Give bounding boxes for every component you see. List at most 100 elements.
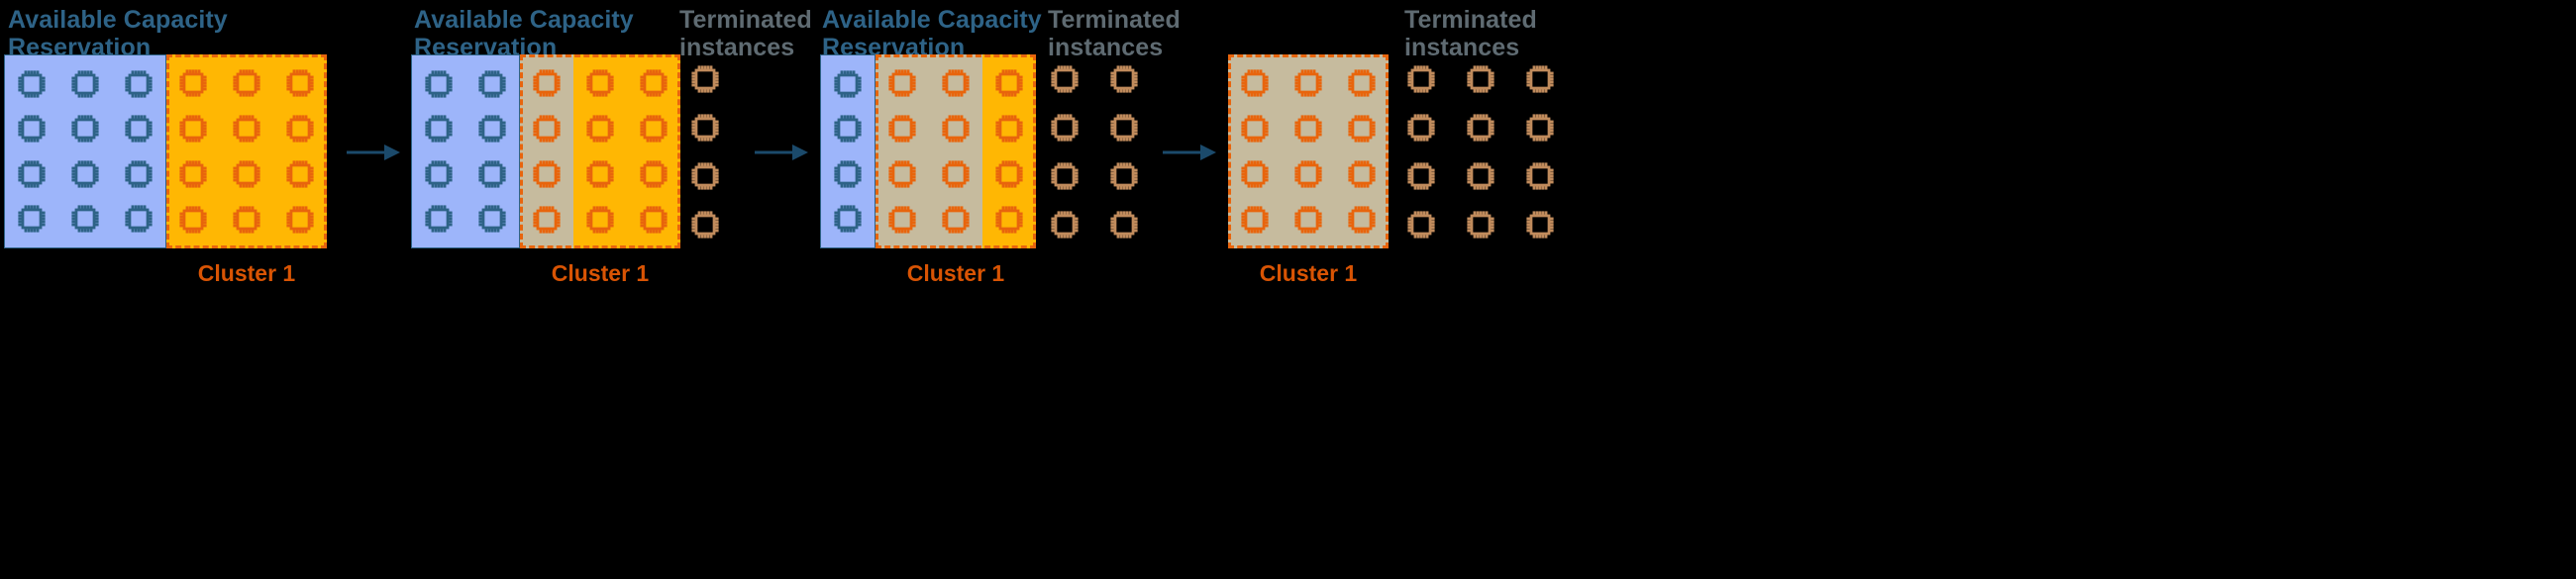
cpu-chip-icon <box>125 160 153 188</box>
terminated-chip-icon <box>1467 161 1494 190</box>
capacity-boxes-stage-4 <box>1228 54 1389 248</box>
cpu-chip-icon <box>834 160 862 188</box>
terminated-chip-column <box>1464 54 1497 248</box>
heading-terminated-instances-3: Terminated instances <box>1048 6 1181 61</box>
cpu-chip-icon <box>1348 115 1376 143</box>
terminated-chip-icon <box>1467 113 1494 142</box>
cpu-chip-icon <box>1294 160 1322 188</box>
terminated-chip-column <box>1048 54 1082 248</box>
cpu-chip-icon <box>18 115 46 143</box>
cpu-chip-icon <box>179 160 207 188</box>
cpu-chip-icon <box>533 206 561 234</box>
cpu-chip-icon <box>834 115 862 143</box>
cpu-chip-icon <box>533 160 561 188</box>
cpu-chip-icon <box>425 115 453 143</box>
segment-available-stage-3 <box>820 54 876 248</box>
cpu-chip-icon <box>233 160 260 188</box>
terminated-chip-icon <box>1407 113 1435 142</box>
terminated-instances-stage-4 <box>1404 54 1557 248</box>
cpu-chip-icon <box>179 69 207 97</box>
cpu-chip-icon <box>233 115 260 143</box>
capacity-boxes-stage-1 <box>4 54 327 248</box>
cpu-chip-icon <box>18 205 46 233</box>
chip-column <box>929 54 982 248</box>
chip-column <box>982 54 1036 248</box>
cpu-chip-icon <box>1348 206 1376 234</box>
terminated-chip-icon <box>1110 161 1138 190</box>
cpu-chip-icon <box>533 69 561 97</box>
cpu-chip-icon <box>425 160 453 188</box>
terminated-chip-icon <box>1407 161 1435 190</box>
cpu-chip-icon <box>425 70 453 98</box>
cpu-chip-icon <box>18 70 46 98</box>
terminated-chip-icon <box>1051 210 1079 239</box>
chip-column <box>273 54 327 248</box>
segment-released-stage-4-wrap <box>1228 54 1389 248</box>
cpu-chip-icon <box>640 115 668 143</box>
terminated-chip-column <box>1404 54 1438 248</box>
cpu-chip-icon <box>586 69 614 97</box>
cpu-chip-icon <box>71 115 99 143</box>
chip-column <box>627 54 680 248</box>
cpu-chip-icon <box>888 160 916 188</box>
panel-stage-3 <box>820 54 1036 248</box>
cpu-chip-icon <box>286 69 314 97</box>
segment-cluster-stage-3 <box>982 54 1036 248</box>
caption-cluster-stage-4: Cluster 1 <box>1259 260 1358 286</box>
cpu-chip-icon <box>179 206 207 234</box>
chip-column <box>412 55 465 247</box>
chip-column <box>465 55 519 247</box>
terminated-chip-icon <box>1467 64 1494 93</box>
chip-column <box>520 54 573 248</box>
terminated-chip-icon <box>1526 64 1554 93</box>
cpu-chip-icon <box>1241 206 1269 234</box>
chip-column <box>876 54 929 248</box>
terminated-chip-icon <box>1407 210 1435 239</box>
cpu-chip-icon <box>1294 69 1322 97</box>
segment-available-stage-1 <box>4 54 166 248</box>
chip-column <box>573 54 627 248</box>
cpu-chip-icon <box>942 160 970 188</box>
panel-stage-1 <box>4 54 327 248</box>
terminated-chip-column <box>1107 54 1141 248</box>
cpu-chip-icon <box>586 206 614 234</box>
cpu-chip-icon <box>995 206 1023 234</box>
arrow-stage-1-to-2 <box>347 142 400 163</box>
cpu-chip-icon <box>286 115 314 143</box>
chip-column <box>112 55 165 247</box>
cpu-chip-icon <box>995 115 1023 143</box>
cpu-chip-icon <box>888 115 916 143</box>
terminated-chip-icon <box>1526 210 1554 239</box>
cpu-chip-icon <box>233 69 260 97</box>
cpu-chip-icon <box>1241 160 1269 188</box>
heading-terminated-instances-4: Terminated instances <box>1404 6 1537 61</box>
cpu-chip-icon <box>125 205 153 233</box>
cpu-chip-icon <box>71 70 99 98</box>
panel-stage-4 <box>1228 54 1389 248</box>
chip-column <box>58 55 112 247</box>
cpu-chip-icon <box>995 69 1023 97</box>
cpu-chip-icon <box>286 160 314 188</box>
caption-cluster-stage-2: Cluster 1 <box>551 260 650 286</box>
segment-cluster-stage-1 <box>166 54 327 248</box>
arrow-stage-3-to-4 <box>1163 142 1216 163</box>
cpu-chip-icon <box>71 205 99 233</box>
terminated-chip-icon <box>1051 113 1079 142</box>
terminated-chip-icon <box>1051 161 1079 190</box>
arrow-stage-2-to-3 <box>755 142 808 163</box>
segment-cluster-stage-2 <box>573 54 680 248</box>
cpu-chip-icon <box>888 69 916 97</box>
terminated-chip-icon <box>691 161 719 190</box>
chip-column <box>220 54 273 248</box>
panel-stage-2 <box>411 54 680 248</box>
capacity-boxes-stage-3 <box>820 54 1036 248</box>
cpu-chip-icon <box>640 69 668 97</box>
cpu-chip-icon <box>586 160 614 188</box>
cpu-chip-icon <box>1241 69 1269 97</box>
terminated-chip-icon <box>1110 64 1138 93</box>
caption-cluster-stage-3: Cluster 1 <box>906 260 1005 286</box>
cpu-chip-icon <box>834 205 862 233</box>
segment-released-stage-3-wrap <box>876 54 1036 248</box>
cpu-chip-icon <box>478 115 506 143</box>
segment-released-stage-4 <box>1228 54 1389 248</box>
